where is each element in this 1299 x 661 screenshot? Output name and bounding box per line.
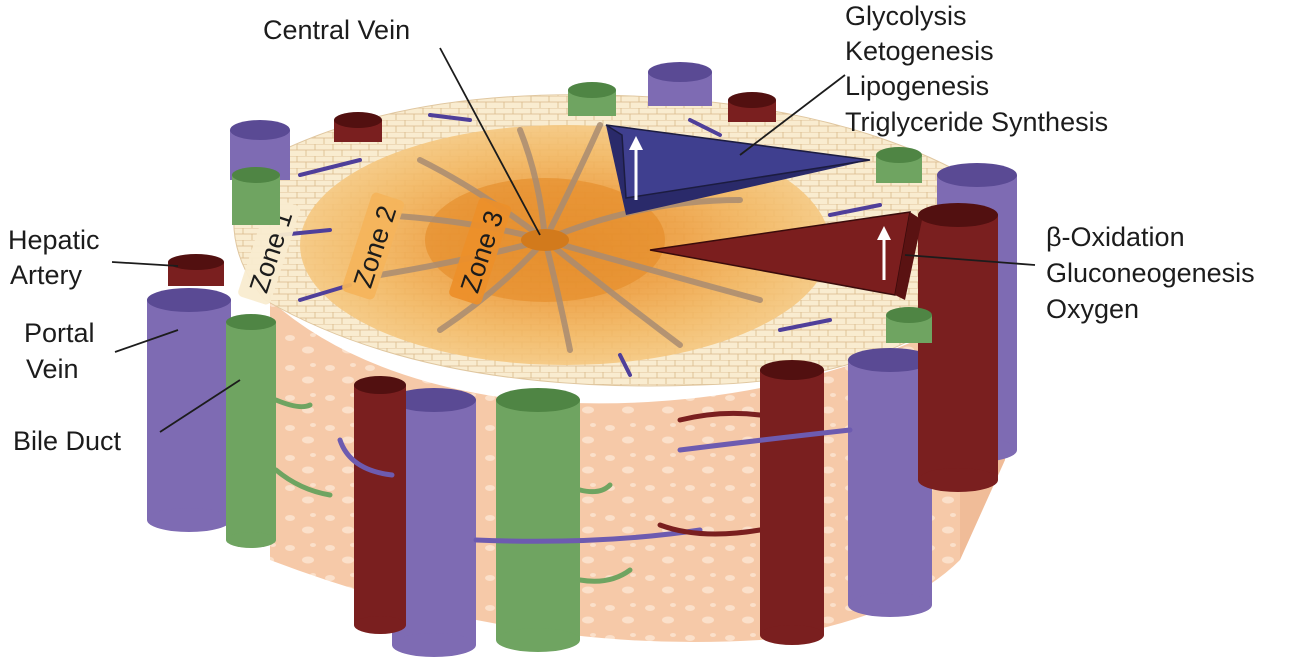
side-branches bbox=[273, 397, 853, 584]
upper-gradient-item: Lipogenesis bbox=[845, 71, 989, 101]
hepatic-artery-label-line2: Artery bbox=[10, 260, 83, 290]
central-vein-label: Central Vein bbox=[263, 15, 410, 45]
bile-duct-cylinder bbox=[232, 167, 280, 225]
portal-vein-cylinder bbox=[648, 62, 712, 106]
hepatic-artery-cylinder bbox=[918, 203, 998, 492]
lower-gradient-item: Gluconeogenesis bbox=[1046, 258, 1255, 288]
central-vein bbox=[521, 229, 569, 251]
lower-gradient-item: β-Oxidation bbox=[1046, 222, 1185, 252]
bile-duct-cylinder bbox=[496, 388, 580, 652]
hepatic-artery-cylinder bbox=[334, 112, 382, 142]
upper-gradient-item: Triglyceride Synthesis bbox=[845, 107, 1108, 137]
callout-labels: Central Vein Hepatic Artery Portal Vein … bbox=[8, 1, 1255, 456]
portal-vein-cylinder bbox=[147, 288, 231, 532]
bile-duct-cylinder bbox=[876, 147, 922, 183]
upper-gradient-item: Glycolysis bbox=[845, 1, 967, 31]
bile-duct-vessels bbox=[226, 82, 932, 652]
hepatic-artery-cylinder bbox=[728, 92, 776, 122]
hepatic-artery-cylinder bbox=[354, 376, 406, 634]
lower-gradient-item: Oxygen bbox=[1046, 294, 1139, 324]
upper-gradient-wedge bbox=[605, 124, 871, 215]
hepatic-artery-cylinder bbox=[168, 254, 224, 286]
bile-duct-cylinder bbox=[886, 307, 932, 343]
portal-vein-label-line2: Vein bbox=[26, 354, 79, 384]
hepatic-artery-label-line1: Hepatic bbox=[8, 225, 100, 255]
bile-duct-label: Bile Duct bbox=[13, 426, 122, 456]
leader-lines bbox=[111, 47, 1036, 433]
upper-gradient-item: Ketogenesis bbox=[845, 36, 994, 66]
bile-duct-cylinder bbox=[568, 82, 616, 116]
portal-vein-label-line1: Portal bbox=[24, 318, 95, 348]
bile-duct-cylinder bbox=[226, 314, 276, 548]
hepatic-artery-cylinder bbox=[760, 360, 824, 645]
